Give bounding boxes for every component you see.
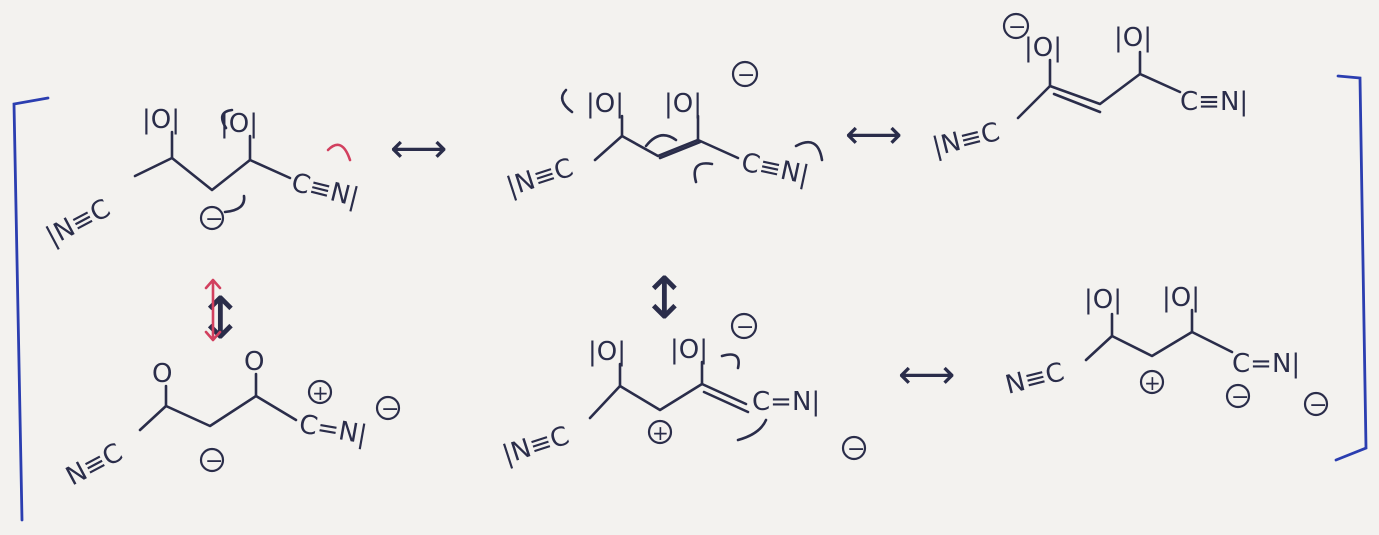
s1-oxygen-2: |O| <box>220 109 258 139</box>
s4-oxygen-1: O <box>152 359 172 389</box>
s2-curly-arrow-1 <box>560 88 574 114</box>
s5-negative-charge-2: − <box>847 437 865 462</box>
s4-positive-charge-circle <box>307 379 333 405</box>
s4-negative-charge-2-circle <box>375 395 401 421</box>
s6-backbone <box>1084 330 1234 362</box>
structure-2: |N≡C |O| |O| − C≡N| <box>503 60 824 203</box>
s5-negative-charge-1-circle <box>730 312 758 340</box>
s2-nitrile-right: C≡N| <box>739 148 812 192</box>
s1-curly-arrow-red <box>326 143 352 162</box>
s5-oxygen-1: |O| <box>588 337 626 367</box>
red-vertical-arrow <box>204 278 222 342</box>
structure-6: N≡C |O| |O| + C=N| − − <box>1002 283 1329 418</box>
s1-backbone <box>133 156 292 192</box>
s3-backbone <box>1016 72 1182 120</box>
s2-nitrile-left: |N≡C <box>503 153 577 203</box>
s1-negative-charge: − <box>205 207 223 232</box>
left-bracket <box>12 96 50 522</box>
s2-double-bond-line <box>658 140 702 160</box>
resonance-arrow-1-4: ↕ <box>196 284 245 352</box>
structure-4: N≡C O O + C=N| − − <box>61 347 401 492</box>
right-bracket <box>1334 74 1368 462</box>
s1-curly-arrow-2 <box>220 108 234 130</box>
s1-curly-arrow-1 <box>223 194 246 214</box>
s4-backbone <box>138 394 298 432</box>
structure-1: |N≡C |O| |O| C≡N| − <box>41 105 361 252</box>
s5-positive-charge: + <box>652 421 669 445</box>
s4-nitrile-left: N≡C <box>61 438 128 492</box>
s6-nitrile-right: C=N| <box>1232 349 1300 379</box>
s1-negative-charge-circle <box>199 205 225 231</box>
s6-negative-charge-1: − <box>1231 385 1249 410</box>
resonance-arrow-2-5: ↕ <box>640 264 689 332</box>
s5-nitrile-left: |N≡C <box>499 421 573 471</box>
s6-negative-charge-1-circle <box>1225 383 1251 409</box>
s2-oxygen-2: |O| <box>664 89 702 119</box>
structure-3: |N≡C |O| |O| − C≡N| <box>929 12 1248 163</box>
s3-oxygen-1: |O| <box>1024 33 1062 63</box>
s6-negative-charge-2: − <box>1309 393 1327 418</box>
s5-positive-charge-circle <box>647 419 673 445</box>
s4-negative-charge-1: − <box>205 449 223 474</box>
resonance-arrow-2-3: ⟷ <box>845 112 902 158</box>
s5-double-bond-line <box>702 390 750 414</box>
s1-nitrile-right: C≡N| <box>288 168 361 214</box>
s5-curly-arrow-2 <box>736 418 768 442</box>
s4-negative-charge-1-circle <box>199 447 225 473</box>
s2-curly-arrow-2 <box>644 133 678 148</box>
s2-curly-arrow-4 <box>794 141 824 162</box>
s5-nitrile-right: C=N| <box>752 387 820 417</box>
s1-oxygen-1: |O| <box>142 105 180 135</box>
resonance-arrow-1-2: ⟷ <box>390 126 447 172</box>
s2-backbone <box>593 134 740 162</box>
structure-5: |N≡C |O| |O| − + C=N| − <box>499 312 867 471</box>
s6-nitrile-left: N≡C <box>1002 357 1067 400</box>
s4-nitrile-right: C=N| <box>297 409 369 450</box>
s4-negative-charge-2: − <box>381 397 399 422</box>
s6-oxygen-1: |O| <box>1084 285 1122 315</box>
s3-nitrile-right: C≡N| <box>1180 87 1248 117</box>
s3-oxygen-2: |O| <box>1114 23 1152 53</box>
resonance-arrow-5-6: ⟷ <box>898 352 955 398</box>
s2-negative-charge: − <box>737 63 755 88</box>
s5-oxygen-2: |O| <box>670 335 708 365</box>
s5-curly-arrow-1 <box>720 353 740 370</box>
s3-nitrile-left: |N≡C <box>929 117 1002 163</box>
s1-nitrile-left: |N≡C <box>41 194 115 252</box>
s3-double-bond-line <box>1052 92 1102 114</box>
s4-oxygen-2: O <box>244 347 264 377</box>
s5-negative-charge-1: − <box>736 315 754 340</box>
s2-negative-charge-circle <box>731 60 759 88</box>
s3-negative-charge-circle <box>1002 12 1030 40</box>
s3-negative-charge: − <box>1008 15 1026 40</box>
s6-positive-charge-circle <box>1139 369 1165 395</box>
s4-positive-charge: + <box>312 381 329 405</box>
s6-negative-charge-2-circle <box>1303 391 1329 417</box>
s2-curly-arrow-3 <box>693 162 714 184</box>
s5-negative-charge-2-circle <box>841 435 867 461</box>
s2-oxygen-1: |O| <box>586 89 624 119</box>
s6-oxygen-2: |O| <box>1162 283 1200 313</box>
s6-positive-charge: + <box>1144 371 1161 395</box>
s5-backbone <box>588 382 748 420</box>
